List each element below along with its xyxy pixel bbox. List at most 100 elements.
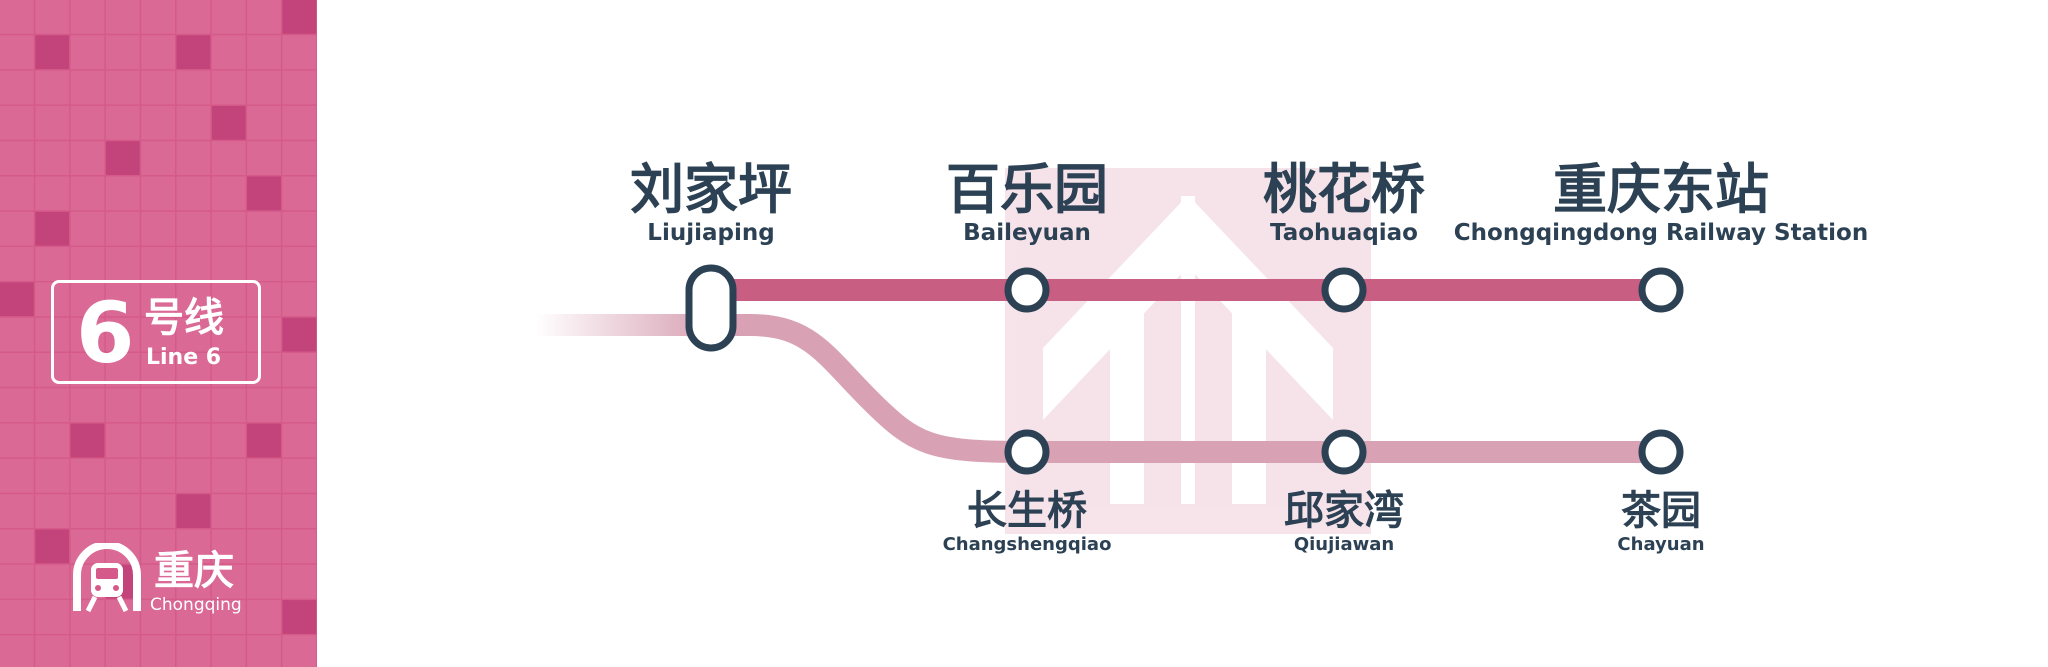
sidebar-tile: [70, 458, 105, 493]
sidebar-tile: [35, 0, 70, 34]
sidebar-tile: [282, 247, 317, 281]
line-name-en: Line 6: [146, 345, 222, 370]
sidebar-tile: [211, 600, 246, 634]
sidebar-tile: [70, 176, 105, 211]
sidebar-tile: [176, 388, 211, 423]
sidebar-tile: [105, 176, 140, 211]
sidebar-tile: [0, 247, 34, 281]
sidebar-tile: [35, 458, 70, 493]
station-label-chongqingdong: 重庆东站 Chongqingdong Railway Station: [1454, 158, 1868, 246]
sidebar-tile: [35, 176, 70, 211]
sidebar-tile: [141, 105, 175, 140]
line-badge: 6 号线 Line 6: [51, 280, 261, 384]
sidebar-tile: [141, 141, 175, 175]
sidebar-tile: [35, 635, 70, 667]
sidebar-tile: [70, 423, 105, 458]
sidebar-tile: [247, 494, 281, 528]
sidebar-tile: [105, 388, 140, 423]
sidebar-tile: [0, 176, 34, 211]
sidebar-tile: [70, 70, 105, 105]
sidebar-tile: [211, 635, 246, 667]
sidebar-tile: [282, 35, 317, 70]
sidebar-tile: [35, 529, 70, 564]
line-number: 6: [76, 284, 135, 382]
sidebar-tile: [105, 282, 140, 317]
sidebar-tile: [247, 423, 281, 458]
sidebar-tile: [211, 211, 246, 246]
sidebar-tile: [211, 494, 246, 528]
sidebar-tile: [176, 105, 211, 140]
sidebar-tile: [247, 70, 281, 105]
sidebar-tile: [282, 529, 317, 564]
sidebar-tile: [282, 0, 317, 34]
sidebar-tile: [247, 247, 281, 281]
sidebar-tile: [141, 35, 175, 70]
chongqing-rail-transit-logo-icon: [73, 543, 141, 613]
station-label-chayuan: 茶园 Chayuan: [1617, 488, 1704, 556]
sidebar-tile: [211, 282, 246, 317]
sidebar-tile: [141, 458, 175, 493]
sidebar-tile: [211, 564, 246, 599]
sidebar-tile: [176, 247, 211, 281]
station-marker-baileyuan: [1004, 267, 1050, 313]
sidebar-tile: [105, 423, 140, 458]
sidebar-tile: [282, 70, 317, 105]
sidebar-tile: [282, 494, 317, 528]
station-name-en: Chongqingdong Railway Station: [1453, 220, 1869, 246]
sidebar-tile: [70, 211, 105, 246]
branch-line-track: [712, 314, 1661, 463]
station-marker-changshengqiao: [1004, 429, 1050, 475]
station-name-cn: 邱家湾: [1284, 487, 1404, 534]
sidebar-tile: [105, 458, 140, 493]
sidebar-tile: [176, 211, 211, 246]
sidebar-tile: [0, 529, 34, 564]
sidebar-tile: [0, 105, 34, 140]
sidebar-tile: [247, 600, 281, 634]
sidebar-tile: [282, 353, 317, 387]
sidebar-tile: [105, 105, 140, 140]
sidebar-tile: [247, 564, 281, 599]
sidebar-tile: [35, 600, 70, 634]
station-name-cn: 重庆东站: [1552, 157, 1769, 221]
sidebar-tile: [141, 529, 175, 564]
sidebar-tile: [176, 282, 211, 317]
sidebar-tile: [247, 176, 281, 211]
station-name-cn: 百乐园: [946, 157, 1108, 221]
sidebar-tile: [282, 635, 317, 667]
sidebar-tile: [211, 529, 246, 564]
station-marker-chongqingdong: [1638, 267, 1684, 313]
sidebar-tile: [70, 247, 105, 281]
sidebar-tile: [0, 423, 34, 458]
sidebar-tile: [70, 317, 105, 352]
sidebar-tile: [211, 70, 246, 105]
sidebar-tile: [247, 529, 281, 564]
sidebar-tile: [282, 105, 317, 140]
sidebar-tile: [247, 388, 281, 423]
sidebar-tile: [176, 176, 211, 211]
sidebar-tile: [35, 211, 70, 246]
sidebar-tile: [105, 211, 140, 246]
station-name-en: Chayuan: [1617, 534, 1705, 555]
sidebar-tile: [0, 35, 34, 70]
sidebar-tile: [211, 176, 246, 211]
sidebar-tile: [35, 70, 70, 105]
sidebar-tile: [211, 105, 246, 140]
sidebar-tile: [176, 141, 211, 175]
sidebar-tile: [141, 388, 175, 423]
station-marker-liujiaping: [685, 264, 737, 352]
sidebar-tile: [247, 0, 281, 34]
station-name-cn: 刘家坪: [630, 157, 792, 221]
sidebar-tile: [105, 635, 140, 667]
sidebar-tile: [0, 211, 34, 246]
sidebar-tile: [141, 176, 175, 211]
sidebar-tile: [176, 635, 211, 667]
sidebar-tile: [141, 211, 175, 246]
sidebar-tile: [0, 635, 34, 667]
sidebar-tile: [282, 211, 317, 246]
city-name-cn: 重庆: [154, 548, 234, 594]
sidebar-tile: [282, 317, 317, 352]
sidebar-tile: [176, 458, 211, 493]
sidebar-tile: [211, 317, 246, 352]
sidebar-tile: [141, 247, 175, 281]
